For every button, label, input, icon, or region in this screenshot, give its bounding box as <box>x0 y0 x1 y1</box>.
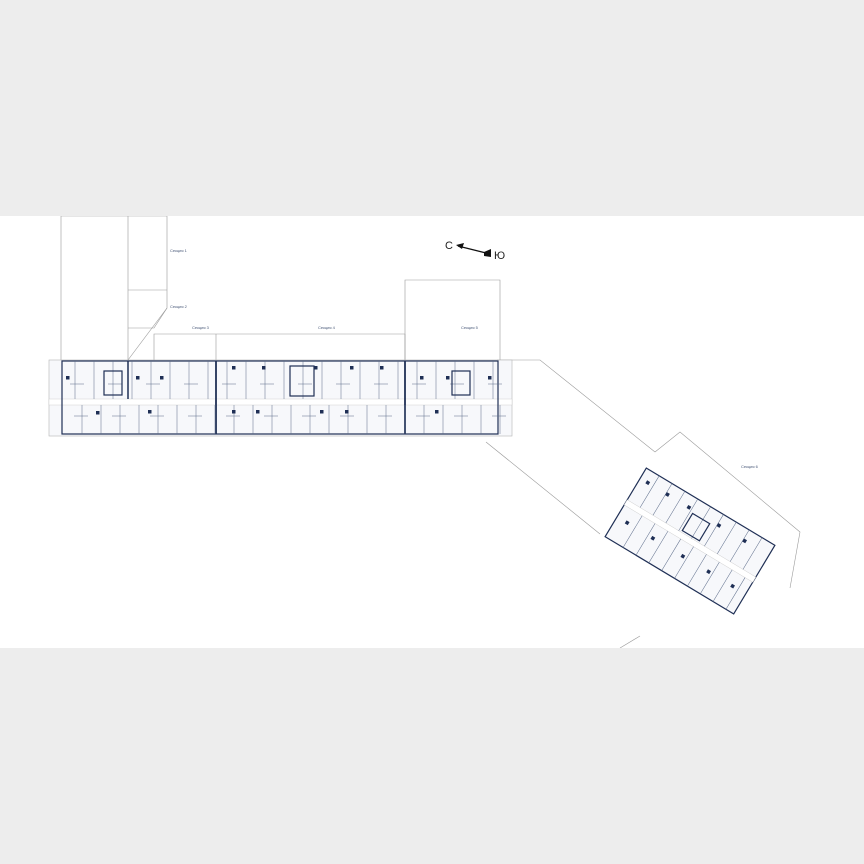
area-badge <box>345 410 349 414</box>
area-badge <box>624 520 630 526</box>
section-label-6: Секция 6 <box>741 464 759 469</box>
area-badge <box>680 553 686 559</box>
partition-wall <box>687 554 707 587</box>
area-badge <box>446 376 450 380</box>
partition-wall <box>665 491 686 524</box>
stair-cores <box>103 365 471 397</box>
area-badge <box>160 376 164 380</box>
partition-wall <box>652 483 673 516</box>
partition-wall <box>725 577 746 610</box>
partition-wall <box>674 546 694 579</box>
area-badge <box>716 523 722 528</box>
partition-wall <box>661 538 681 571</box>
area-badge <box>66 376 70 380</box>
area-badge <box>96 411 100 415</box>
apartment-partitions <box>70 361 506 434</box>
area-badge <box>232 366 236 370</box>
area-badge <box>420 376 424 380</box>
main-building <box>48 359 513 437</box>
area-badge <box>665 492 670 497</box>
tower-building <box>604 467 776 615</box>
area-badge <box>488 376 492 380</box>
area-badge <box>650 535 656 541</box>
area-badge <box>435 410 439 414</box>
area-badges <box>66 366 492 415</box>
partition-wall <box>700 561 720 594</box>
partition-wall <box>742 537 763 570</box>
area-badge <box>350 366 354 370</box>
section-label-4: Секция 4 <box>318 325 336 330</box>
area-badge <box>148 410 152 414</box>
partition-wall <box>717 522 737 555</box>
area-badge <box>645 480 651 486</box>
area-badge <box>320 410 324 414</box>
area-badge <box>686 504 692 510</box>
area-badge <box>256 410 260 414</box>
area-badge <box>742 538 748 544</box>
area-badge <box>314 366 318 370</box>
compass-south-label: Ю <box>494 250 505 262</box>
floor-plan: Секция 1 Секция 2 Секция 3 Секция 4 Секц… <box>48 216 801 648</box>
partition-wall <box>678 498 698 531</box>
section-label-3: Секция 3 <box>192 325 210 330</box>
section-label-2: Секция 2 <box>170 304 188 309</box>
area-badge <box>706 569 711 575</box>
area-badge <box>136 376 140 380</box>
section-label-1: Секция 1 <box>170 248 188 253</box>
partition-wall <box>639 475 660 508</box>
area-badge <box>232 410 236 414</box>
partition-wall <box>622 515 643 548</box>
area-badge <box>730 583 735 589</box>
arrow-icon <box>456 243 464 249</box>
partition-wall <box>704 514 724 547</box>
compass-north-label: С <box>445 240 453 252</box>
area-badge <box>380 366 384 370</box>
section-label-5: Секция 5 <box>461 325 479 330</box>
floor-plan-sheet: Секция 1 Секция 2 Секция 3 Секция 4 Секц… <box>0 216 864 648</box>
area-badge <box>262 366 266 370</box>
compass: С Ю <box>445 240 505 262</box>
partition-wall <box>635 523 656 556</box>
partition-wall <box>648 531 669 564</box>
partition-wall <box>729 529 750 562</box>
partition-wall <box>691 506 711 539</box>
partition-wall <box>712 569 733 602</box>
